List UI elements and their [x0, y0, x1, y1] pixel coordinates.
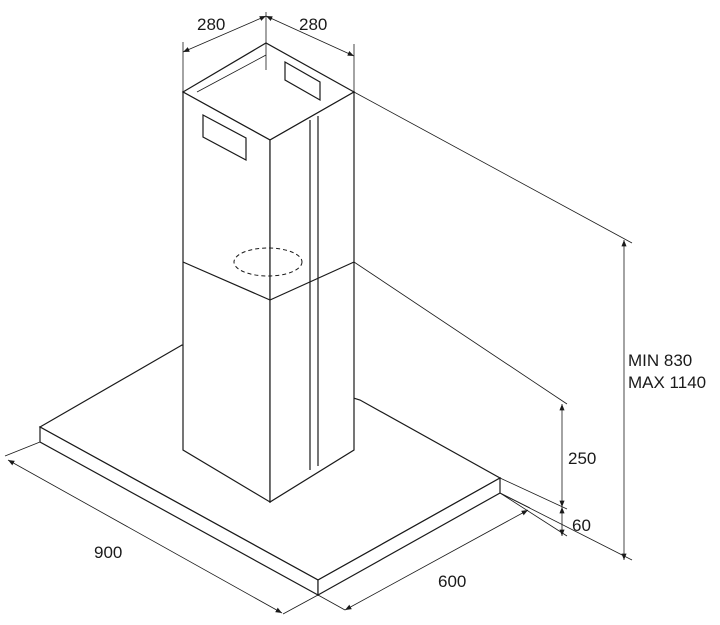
chimney-telescope-seam	[182, 261, 355, 301]
dim-hood-depth: 600	[438, 572, 466, 591]
chimney-left-face	[182, 90, 271, 504]
duct-outlet-hidden	[233, 247, 303, 277]
dim-chimney-offset: 250	[568, 449, 596, 468]
dim-height-max: MAX 1140	[628, 373, 706, 392]
dim-width-left: 280	[197, 15, 225, 34]
dim-hood-thickness: 60	[572, 516, 591, 535]
vent-right	[284, 60, 321, 102]
dim-hood-width: 900	[94, 543, 122, 562]
dimension-labels: 280 280 MIN 830 MAX 1140 250 60 900 600	[94, 15, 706, 591]
dim-width-right: 280	[299, 15, 327, 34]
dim-height-min: MIN 830	[628, 351, 692, 370]
dimension-arrows	[7, 15, 627, 614]
vent-left	[202, 113, 247, 162]
chimney-right-face	[269, 90, 355, 504]
chimney	[181, 42, 356, 504]
